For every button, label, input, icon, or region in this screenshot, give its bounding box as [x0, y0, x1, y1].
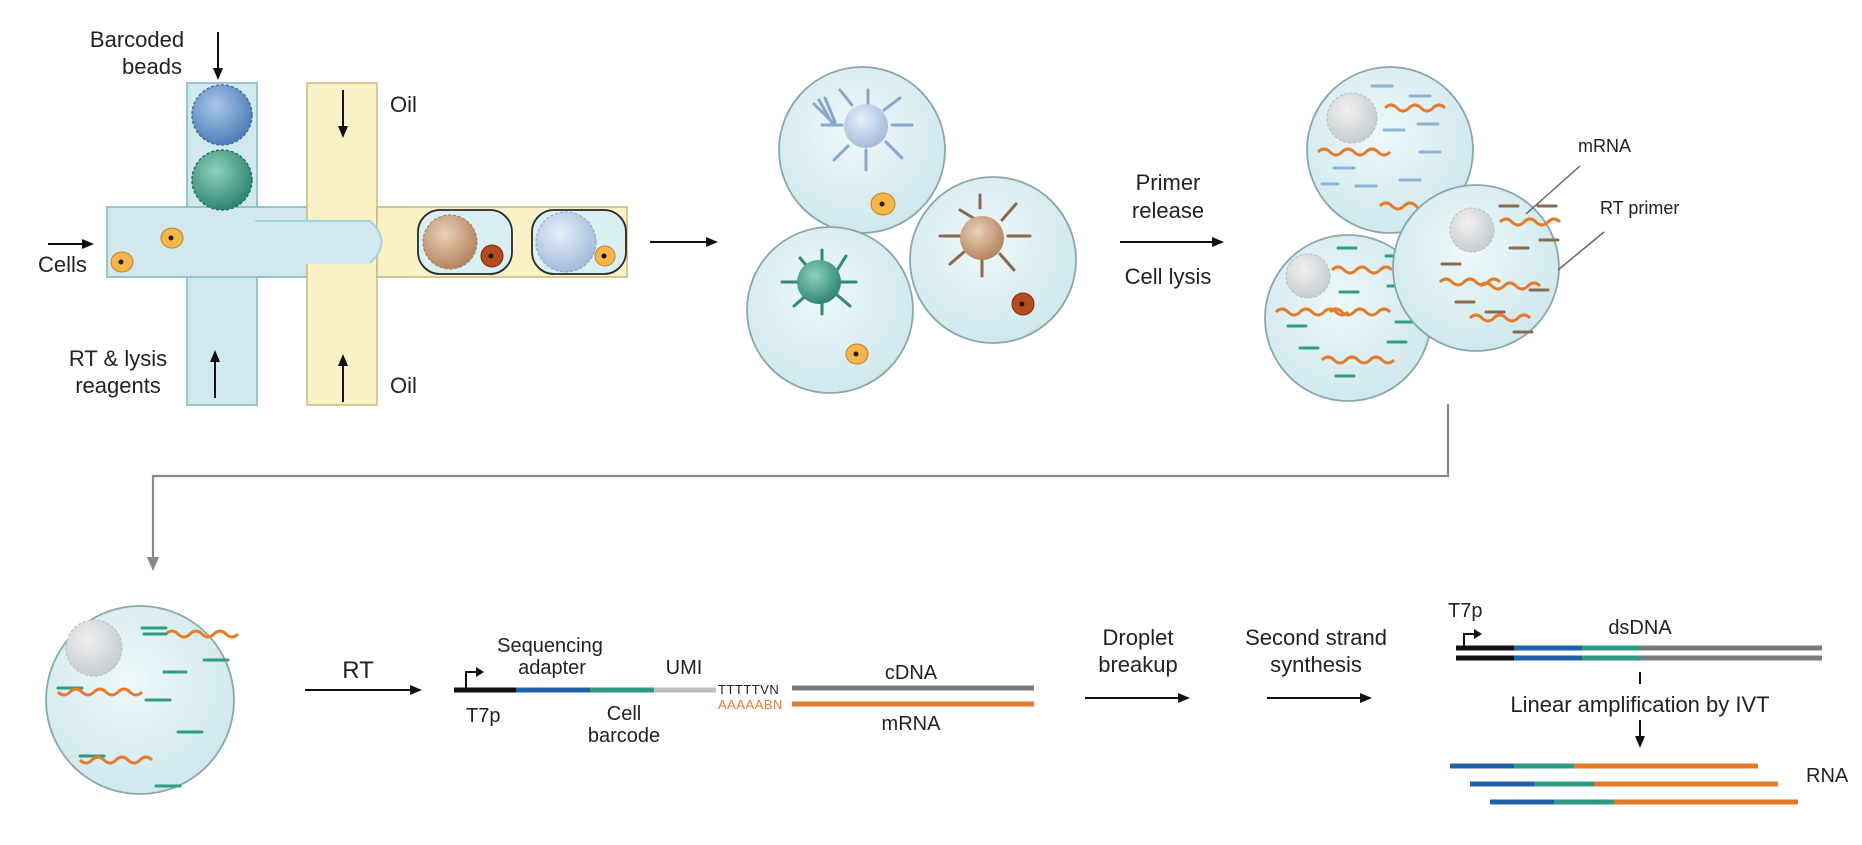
label-cell-barcode-line1: Cell — [607, 703, 641, 725]
label-dsdna: dsDNA — [1608, 617, 1672, 639]
label-cell-lysis: Cell lysis — [1125, 264, 1212, 289]
label-rt-primer-pointer: RT primer — [1600, 198, 1679, 218]
bead-blue — [191, 84, 253, 146]
label-umi: UMI — [666, 657, 703, 679]
label-cell-barcode-line2: barcode — [588, 725, 660, 747]
label-barcoded-beads-line1: Barcoded — [90, 27, 184, 52]
label-mrna-pointer: mRNA — [1578, 136, 1631, 156]
rt-droplet — [45, 605, 240, 795]
label-rt-lysis-line1: RT & lysis — [69, 346, 167, 371]
droplet-in-channel — [417, 209, 513, 275]
droplet-in-channel — [531, 209, 627, 275]
label-barcoded-beads-line2: beads — [122, 54, 182, 79]
label-rt-step: RT — [342, 657, 374, 684]
label-droplet-breakup-line2: breakup — [1098, 652, 1178, 677]
label-second-strand-line1: Second strand — [1245, 625, 1387, 650]
label-oil-bottom: Oil — [390, 373, 417, 398]
label-cells: Cells — [38, 252, 87, 277]
label-droplet-breakup-line1: Droplet — [1103, 625, 1174, 650]
bead-green — [191, 149, 253, 211]
label-rt-lysis-line2: reagents — [75, 373, 161, 398]
label-rna: RNA — [1806, 765, 1849, 787]
label-oil-top: Oil — [390, 92, 417, 117]
label-sequencing-adapter-line1: Sequencing — [497, 635, 603, 657]
polya-sequence: AAAAABN — [718, 697, 783, 712]
droplet-lysed-brown — [1392, 184, 1562, 352]
label-linear-amplification: Linear amplification by IVT — [1510, 692, 1769, 717]
connector-line — [147, 404, 1450, 571]
lysed-droplets: mRNA RT primer — [1264, 66, 1679, 402]
droplet-green-bead — [746, 226, 914, 394]
cell — [160, 227, 184, 249]
encapsulated-droplets — [746, 66, 1077, 394]
label-t7p-construct: T7p — [466, 705, 500, 727]
label-primer-release-line1: Primer — [1136, 170, 1201, 195]
label-mrna-strand: mRNA — [882, 713, 942, 735]
dsdna-ivt: T7p dsDNA Linear amplification by IVT — [1448, 600, 1849, 805]
label-sequencing-adapter-line2: adapter — [518, 657, 586, 679]
microfluidic-chip: Barcoded beads Oil Oil Cells RT & lysis … — [38, 27, 628, 406]
label-primer-release-line2: release — [1132, 198, 1204, 223]
cdna-construct: TTTTTVN AAAAABN Sequencing adapter UMI T… — [454, 635, 1034, 747]
droplet-lysed-blue — [1306, 66, 1474, 234]
droplet-brown-bead — [909, 176, 1077, 344]
label-cdna: cDNA — [885, 662, 938, 684]
cell — [110, 251, 134, 273]
droplet-blue-bead — [778, 66, 946, 234]
label-second-strand-line2: synthesis — [1270, 652, 1362, 677]
label-t7p-dsdna: T7p — [1448, 600, 1482, 622]
polyt-sequence: TTTTTVN — [718, 682, 779, 697]
